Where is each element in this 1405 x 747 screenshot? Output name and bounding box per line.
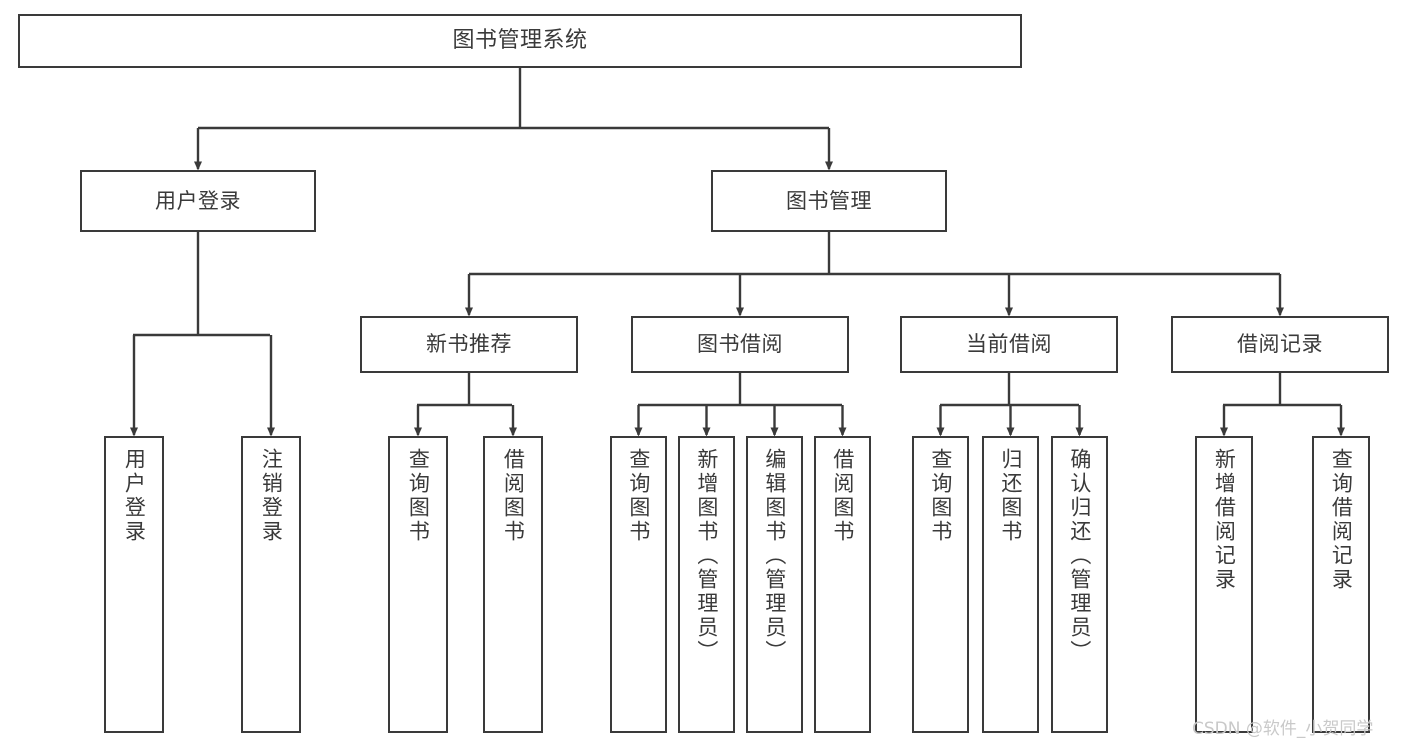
node-label-leaf-bor-query: 查询图书	[626, 448, 651, 544]
node-label-book-manage: 图书管理	[786, 188, 872, 213]
node-label-book-borrow: 图书借阅	[697, 332, 783, 356]
node-label-leaf-cur-query: 查询图书	[928, 448, 953, 544]
node-label-leaf-bor-edit: 编辑图书（管理员）	[762, 448, 787, 664]
node-label-leaf-user-logout: 注销登录	[259, 448, 284, 544]
node-leaf-bor-edit[interactable]: 编辑图书（管理员）	[746, 436, 803, 733]
node-label-new-book-rec: 新书推荐	[426, 332, 512, 356]
node-label-current-borrow: 当前借阅	[966, 332, 1052, 356]
node-leaf-cur-return[interactable]: 归还图书	[982, 436, 1039, 733]
node-leaf-bor-lend[interactable]: 借阅图书	[814, 436, 871, 733]
node-book-borrow[interactable]: 图书借阅	[631, 316, 849, 373]
node-leaf-rec-query[interactable]: 查询图书	[388, 436, 448, 733]
node-label-leaf-cur-confirm: 确认归还（管理员）	[1067, 448, 1092, 664]
node-label-root: 图书管理系统	[452, 28, 588, 53]
node-label-leaf-rec-search: 查询借阅记录	[1329, 448, 1354, 592]
node-new-book-rec[interactable]: 新书推荐	[360, 316, 578, 373]
node-leaf-bor-query[interactable]: 查询图书	[610, 436, 667, 733]
node-label-borrow-record: 借阅记录	[1237, 332, 1323, 356]
node-user-login[interactable]: 用户登录	[80, 170, 316, 232]
node-leaf-cur-query[interactable]: 查询图书	[912, 436, 969, 733]
node-leaf-cur-confirm[interactable]: 确认归还（管理员）	[1051, 436, 1108, 733]
node-borrow-record[interactable]: 借阅记录	[1171, 316, 1389, 373]
node-label-leaf-bor-add: 新增图书（管理员）	[694, 448, 719, 664]
node-label-leaf-rec-query: 查询图书	[406, 448, 431, 544]
node-leaf-rec-borrow[interactable]: 借阅图书	[483, 436, 543, 733]
node-leaf-user-logout[interactable]: 注销登录	[241, 436, 301, 733]
node-leaf-bor-add[interactable]: 新增图书（管理员）	[678, 436, 735, 733]
node-label-leaf-cur-return: 归还图书	[998, 448, 1023, 544]
node-root[interactable]: 图书管理系统	[18, 14, 1022, 68]
node-label-leaf-rec-borrow: 借阅图书	[501, 448, 526, 544]
node-leaf-user-login[interactable]: 用户登录	[104, 436, 164, 733]
node-leaf-rec-add[interactable]: 新增借阅记录	[1195, 436, 1253, 733]
node-label-leaf-rec-add: 新增借阅记录	[1212, 448, 1237, 592]
node-label-leaf-user-login: 用户登录	[122, 448, 147, 544]
connector-group	[130, 68, 1345, 437]
node-current-borrow[interactable]: 当前借阅	[900, 316, 1118, 373]
node-label-user-login: 用户登录	[155, 188, 241, 213]
node-book-manage[interactable]: 图书管理	[711, 170, 947, 232]
node-label-leaf-bor-lend: 借阅图书	[830, 448, 855, 544]
node-leaf-rec-search[interactable]: 查询借阅记录	[1312, 436, 1370, 733]
